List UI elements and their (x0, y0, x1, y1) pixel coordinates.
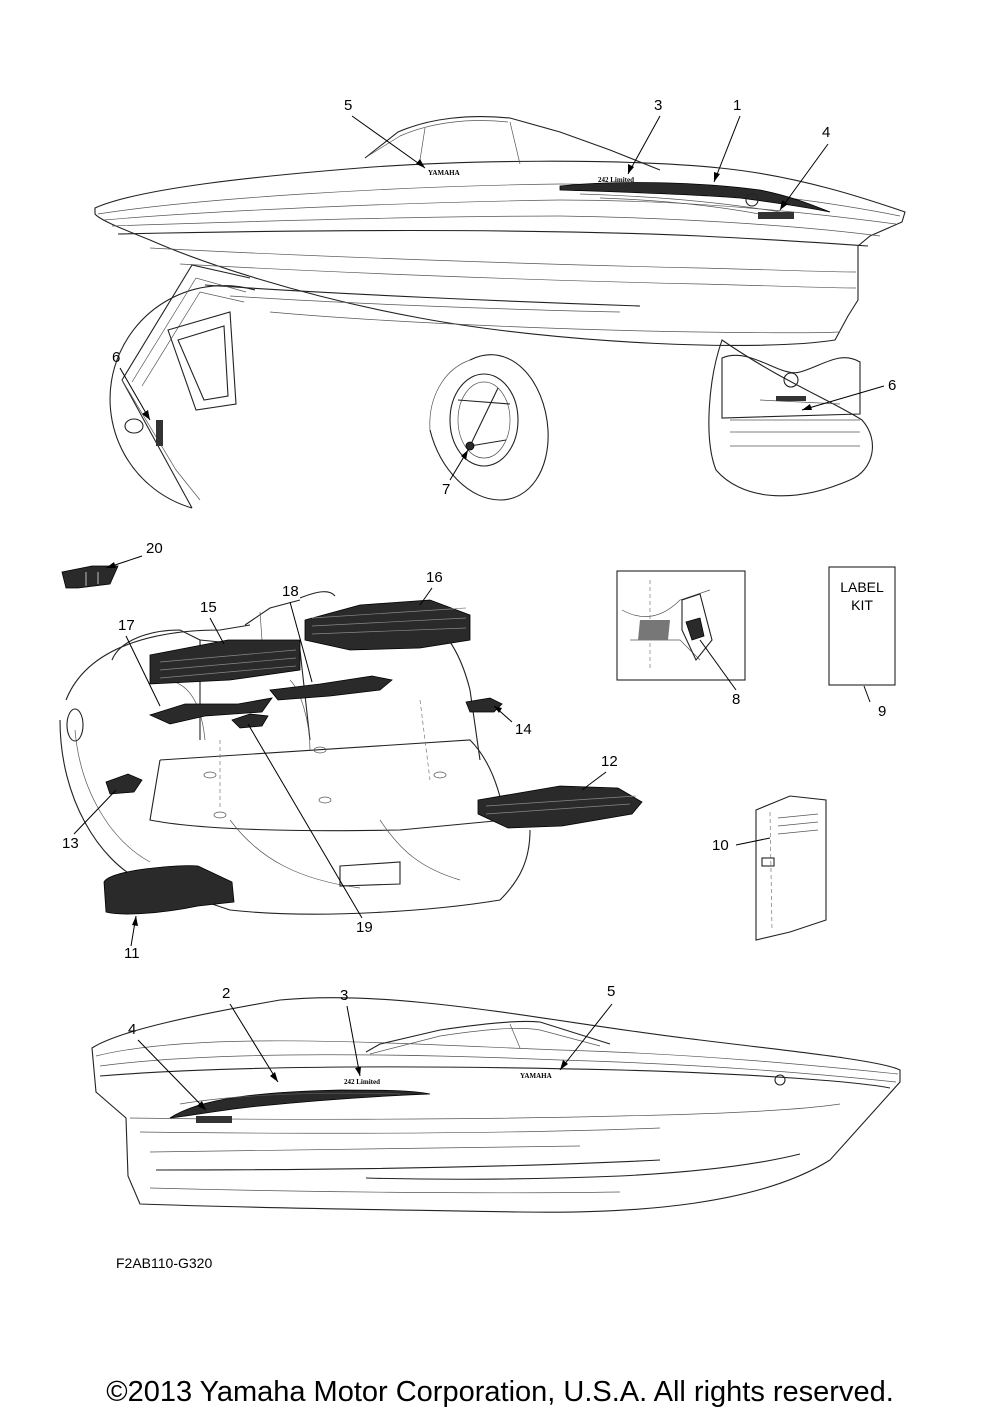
detail-circle-bow (109, 264, 256, 509)
callout-13: 13 (62, 835, 79, 852)
mat-20 (61, 565, 119, 589)
callout-3-bottom: 3 (340, 987, 348, 1004)
callout-6-right: 6 (888, 377, 896, 394)
pad-13 (105, 773, 143, 795)
callout-16: 16 (426, 569, 443, 586)
callout-6-left: 6 (112, 349, 120, 366)
detail-circle-wheel (429, 354, 549, 501)
callout-18: 18 (282, 583, 299, 600)
cushion-17 (148, 697, 273, 725)
callout-1: 1 (733, 97, 741, 114)
callout-4: 4 (822, 124, 830, 141)
callout-4-bottom: 4 (128, 1021, 136, 1038)
pad-19 (231, 713, 269, 729)
model-name-decal-bottom: 242 Limited (344, 1078, 380, 1086)
callout-9: 9 (878, 703, 886, 720)
callouts-bottom-boat: 2 3 5 4 (128, 983, 615, 1111)
detail-circle-stern (708, 339, 874, 497)
cockpit-view (59, 591, 643, 915)
callout-3: 3 (654, 97, 662, 114)
mat-12 (477, 785, 643, 829)
callout-15: 15 (200, 599, 217, 616)
mat-11 (103, 865, 235, 915)
callouts-top-boat: 5 3 1 4 (344, 97, 830, 211)
copyright-notice: ©2013 Yamaha Motor Corporation, U.S.A. A… (106, 1376, 894, 1408)
mat-16 (304, 599, 471, 651)
callout-7: 7 (442, 481, 450, 498)
manual-item-10 (755, 795, 827, 941)
callout-12: 12 (601, 753, 618, 770)
callout-19: 19 (356, 919, 373, 936)
callout-14: 14 (515, 721, 532, 738)
diagram-code: F2AB110-G320 (116, 1255, 212, 1271)
label-kit-box: LABEL KIT (828, 566, 896, 686)
callout-10: 10 (712, 837, 729, 854)
mat-15 (149, 639, 301, 685)
model-name-decal: 242 Limited (598, 176, 634, 184)
boat-side-view-bottom: 242 Limited YAMAHA (91, 997, 901, 1213)
callouts-cockpit: 20 15 16 17 18 12 14 13 19 11 (62, 540, 618, 962)
callout-20: 20 (146, 540, 163, 557)
callout-2: 2 (222, 985, 230, 1002)
callout-8: 8 (732, 691, 740, 708)
callout-5-bottom: 5 (607, 983, 615, 1000)
cushion-18 (269, 675, 393, 701)
yamaha-logo-decal: YAMAHA (428, 169, 460, 177)
callout-5: 5 (344, 97, 352, 114)
label-kit-line-2: KIT (851, 597, 873, 613)
callout-17: 17 (118, 617, 135, 634)
detail-box-item-8 (616, 570, 746, 681)
boat-side-view-top: YAMAHA 242 Limited (94, 116, 906, 346)
label-kit-line-1: LABEL (840, 579, 884, 595)
callout-11: 11 (124, 945, 140, 962)
yamaha-logo-decal-bottom: YAMAHA (520, 1072, 552, 1080)
